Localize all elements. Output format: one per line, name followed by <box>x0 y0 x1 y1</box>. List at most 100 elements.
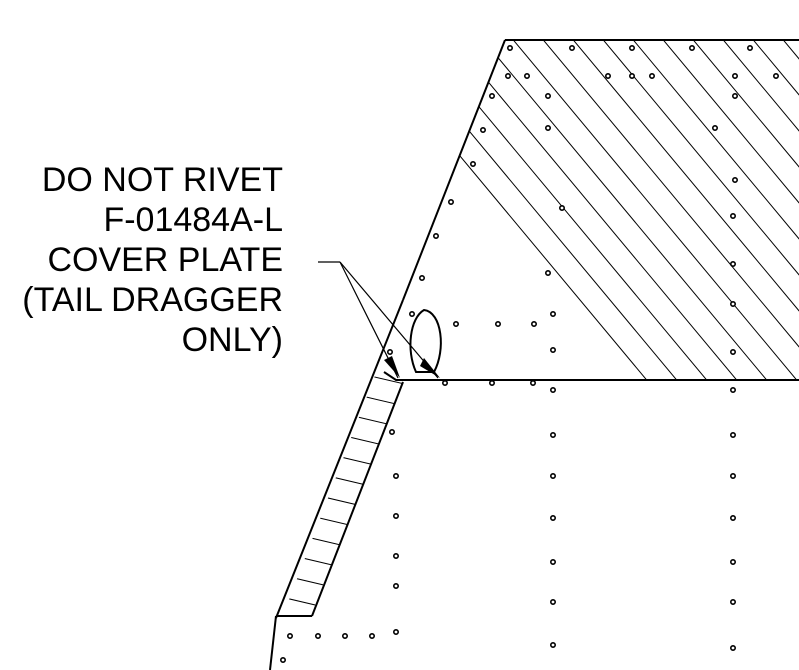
rivet-hole <box>628 44 635 51</box>
rivet-hole <box>368 632 375 639</box>
callout-line-2: F-01484A-L <box>103 201 283 239</box>
rivet-hole <box>729 386 736 393</box>
skin-outline <box>269 615 312 670</box>
rivet-hole <box>772 73 779 80</box>
rivet-hole <box>604 73 611 80</box>
rivet-hole <box>746 44 753 51</box>
hatch-line <box>392 40 791 380</box>
hatch-line <box>282 569 404 611</box>
rivet-hole <box>314 632 321 639</box>
hatch-line <box>392 40 731 380</box>
rivet-hole <box>549 431 556 438</box>
rivet-hole <box>549 310 556 317</box>
rivet-hole <box>731 73 738 80</box>
rivet-hole <box>729 598 736 605</box>
hatch-line <box>392 40 761 380</box>
rivet-hole <box>469 161 476 168</box>
hatch-line <box>419 40 799 380</box>
hatch-line <box>479 40 799 380</box>
rivet-hole <box>549 472 556 479</box>
rivet-hole <box>729 260 736 267</box>
rivet-hole <box>494 320 501 327</box>
rivet-hole <box>488 379 495 386</box>
rivet-hole <box>729 431 736 438</box>
hatch-line <box>749 40 799 380</box>
hatch-line <box>282 481 404 523</box>
hatch-line <box>779 40 799 380</box>
cover-plate-hatching <box>392 40 799 380</box>
edge-strip-hatching <box>282 352 404 618</box>
edge-strip-outline <box>275 299 404 619</box>
rivet-hole <box>731 93 738 100</box>
rivet-hole <box>544 269 551 276</box>
rivet-hole <box>549 558 556 565</box>
rivet-hole <box>504 73 511 80</box>
rivet-hole <box>452 320 459 327</box>
rivet-hole <box>688 44 695 51</box>
rivet-hole <box>530 320 537 327</box>
rivet-hole <box>549 641 556 648</box>
hatch-line <box>282 371 404 413</box>
rivet-hole <box>388 428 395 435</box>
hatch-line <box>282 591 404 618</box>
hatch-line <box>659 40 799 380</box>
hatch-line <box>599 40 799 380</box>
rivet-hole <box>729 472 736 479</box>
do-not-rivet-callout: DO NOT RIVET F-01484A-L COVER PLATE (TAI… <box>22 160 283 360</box>
rivet-hole <box>386 348 393 355</box>
rivet-hole <box>488 93 495 100</box>
rivet-hole <box>729 558 736 565</box>
rivet-hole <box>392 552 399 559</box>
hatch-line <box>689 40 799 380</box>
cover-plate-outline <box>396 39 799 381</box>
rivet-hole <box>731 177 738 184</box>
rivet-hole <box>392 472 399 479</box>
hatch-line <box>719 40 799 380</box>
rivet-hole <box>392 582 399 589</box>
rivet-hole <box>408 310 415 317</box>
hatch-line <box>509 40 799 380</box>
rivet-hole <box>729 348 736 355</box>
rivet-hole <box>729 213 736 220</box>
rivet-hole <box>506 44 513 51</box>
callout-line-3: COVER PLATE <box>47 241 283 279</box>
hatch-line <box>282 352 404 391</box>
hatch-line <box>282 393 404 435</box>
callout-line-1: DO NOT RIVET <box>41 161 283 199</box>
rivet-hole <box>418 274 425 281</box>
rivet-hole <box>549 346 556 353</box>
rivet-hole <box>529 379 536 386</box>
rivet-hole <box>729 644 736 651</box>
rivet-hole <box>432 233 439 240</box>
rivet-hole <box>568 44 575 51</box>
hatch-line <box>449 40 799 380</box>
rivet-hole <box>711 125 718 132</box>
rivet-hole <box>392 512 399 519</box>
rivet-hole <box>549 514 556 521</box>
rivet-holes <box>279 44 779 663</box>
hatch-line <box>539 40 799 380</box>
callout-line-5: ONLY) <box>181 321 283 359</box>
hatch-line <box>282 415 404 457</box>
leader-arrowheads <box>384 356 440 378</box>
hatch-line <box>282 459 404 501</box>
rivet-hole <box>447 199 454 206</box>
rivet-hole <box>479 127 486 134</box>
rivet-hole <box>648 73 655 80</box>
rivet-hole <box>549 386 556 393</box>
rivet-hole <box>544 93 551 100</box>
rivet-hole <box>729 300 736 307</box>
rivet-hole <box>558 205 565 212</box>
hatch-line <box>282 547 404 589</box>
rivet-hole <box>544 125 551 132</box>
rivet-hole <box>279 656 286 663</box>
hatch-line <box>629 40 799 380</box>
callout-line-4: (TAIL DRAGGER <box>22 281 283 319</box>
rivet-hole <box>392 628 399 635</box>
rivet-hole <box>441 379 448 386</box>
rivet-hole <box>523 73 530 80</box>
rivet-hole <box>628 73 635 80</box>
rivet-hole <box>341 632 348 639</box>
rivet-hole <box>729 514 736 521</box>
